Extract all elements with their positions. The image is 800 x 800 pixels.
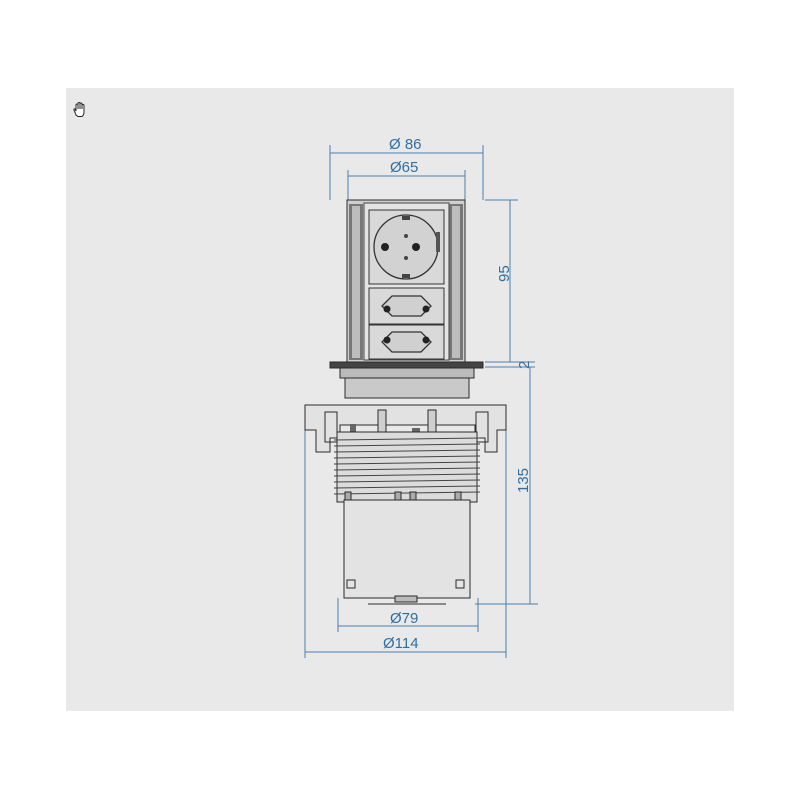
dim-top-outer-diameter: Ø 86	[389, 136, 422, 153]
socket-head	[346, 199, 466, 363]
dim-flange-thickness: 2	[516, 361, 533, 369]
dim-bottom-diameter: Ø114	[383, 635, 419, 652]
dimension-lines	[304, 145, 538, 658]
euro-socket-1	[368, 287, 445, 325]
dim-top-inner-diameter: Ø65	[390, 159, 418, 176]
dim-head-height: 95	[496, 265, 513, 282]
euro-socket-2	[368, 324, 445, 360]
hand-pan-icon[interactable]	[70, 100, 90, 120]
dim-body-height: 135	[515, 468, 532, 493]
drawing-viewer	[66, 88, 734, 711]
schuko-socket	[368, 209, 445, 285]
lower-housing	[343, 499, 471, 605]
dim-body-diameter: Ø79	[390, 610, 418, 627]
top-flange	[329, 361, 484, 399]
threaded-body	[333, 431, 481, 507]
